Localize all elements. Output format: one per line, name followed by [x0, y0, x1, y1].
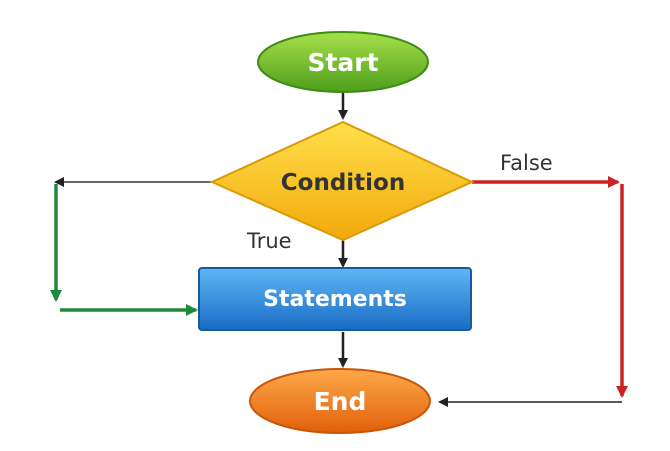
- true-label: True: [246, 229, 292, 253]
- condition-label: Condition: [281, 170, 405, 196]
- false-label: False: [500, 151, 553, 175]
- start-label: Start: [307, 48, 378, 77]
- end-label: End: [314, 387, 367, 416]
- condition-node: Condition: [209, 120, 475, 242]
- start-node: Start: [257, 31, 429, 93]
- statements-label: Statements: [263, 287, 407, 312]
- statements-node: Statements: [198, 267, 472, 331]
- end-node: End: [249, 368, 431, 434]
